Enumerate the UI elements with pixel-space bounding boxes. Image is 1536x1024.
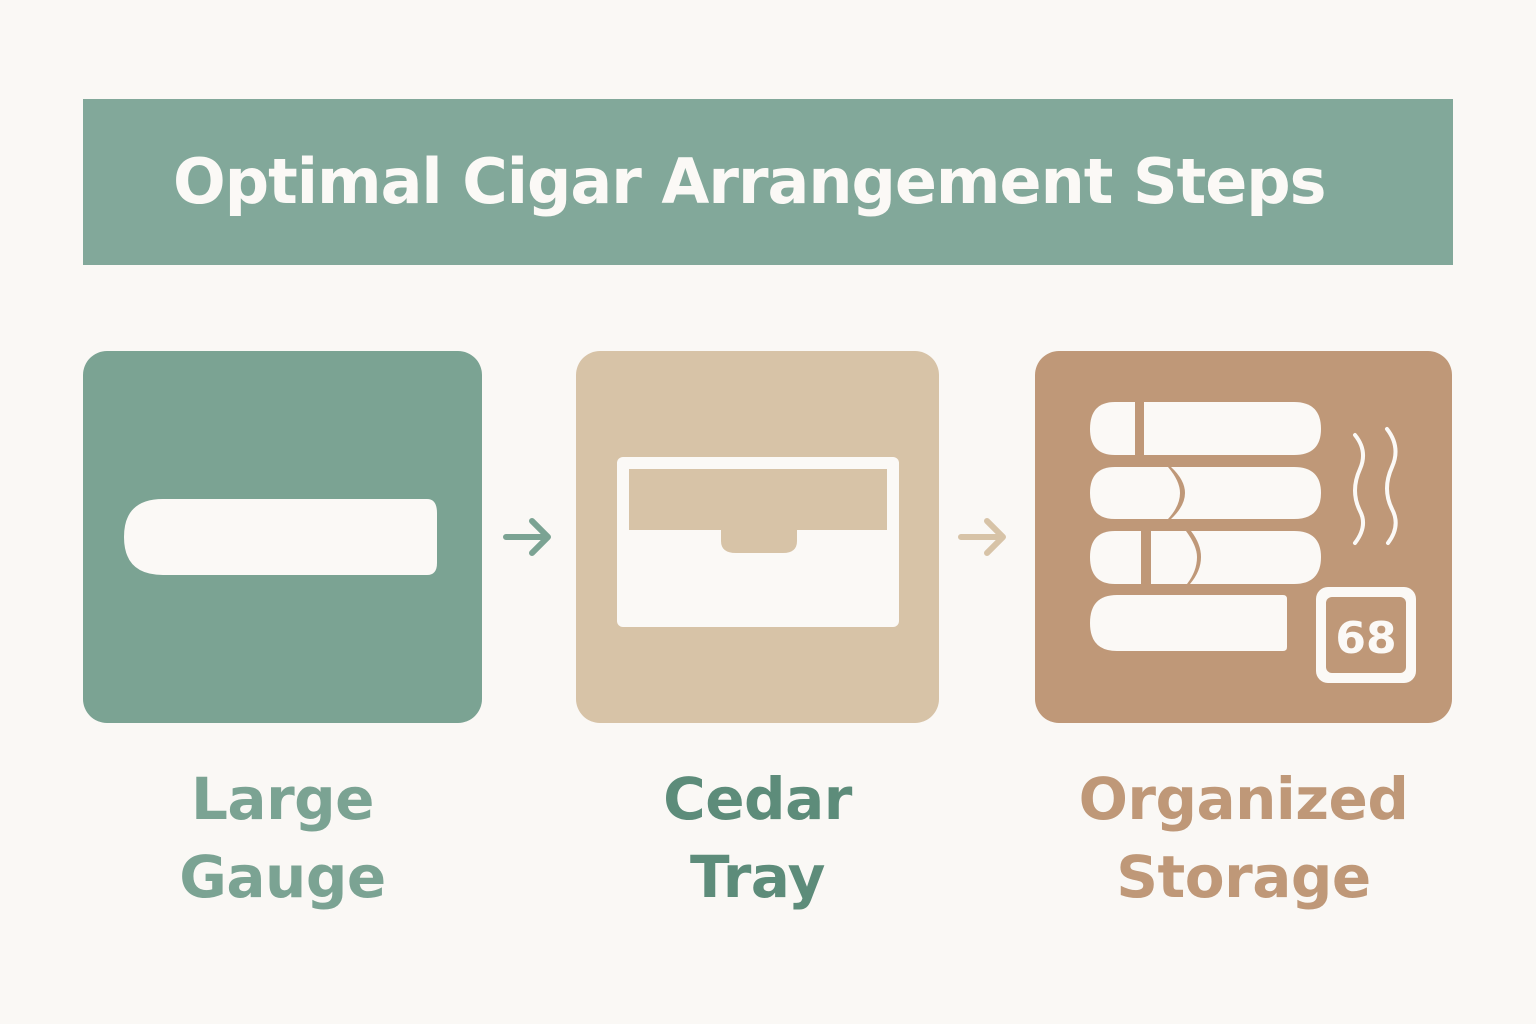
label-line-2: Storage (1116, 843, 1371, 911)
label-line-1: Cedar (663, 765, 852, 833)
step-card-cedar-tray (576, 351, 939, 723)
stacked-cigars-humidity-icon: 68 (1090, 402, 1416, 683)
step-label-cedar-tray: Cedar Tray (576, 760, 939, 916)
title-banner: Optimal Cigar Arrangement Steps (83, 99, 1453, 265)
label-line-1: Large (190, 765, 375, 833)
step-card-large-gauge (83, 351, 482, 723)
step-label-large-gauge: Large Gauge (83, 760, 482, 916)
cedar-tray-icon (617, 457, 899, 627)
label-line-2: Gauge (179, 843, 386, 911)
single-cigar-icon (124, 499, 437, 575)
step-card-organized-storage: 68 (1035, 351, 1452, 723)
arrow-right-icon (503, 518, 551, 556)
step-label-organized-storage: Organized Storage (1035, 760, 1452, 916)
label-line-2: Tray (690, 843, 825, 911)
humidity-value: 68 (1335, 613, 1396, 664)
page-title: Optimal Cigar Arrangement Steps (173, 145, 1327, 218)
label-line-1: Organized (1078, 765, 1409, 833)
arrow-right-icon (958, 518, 1006, 556)
